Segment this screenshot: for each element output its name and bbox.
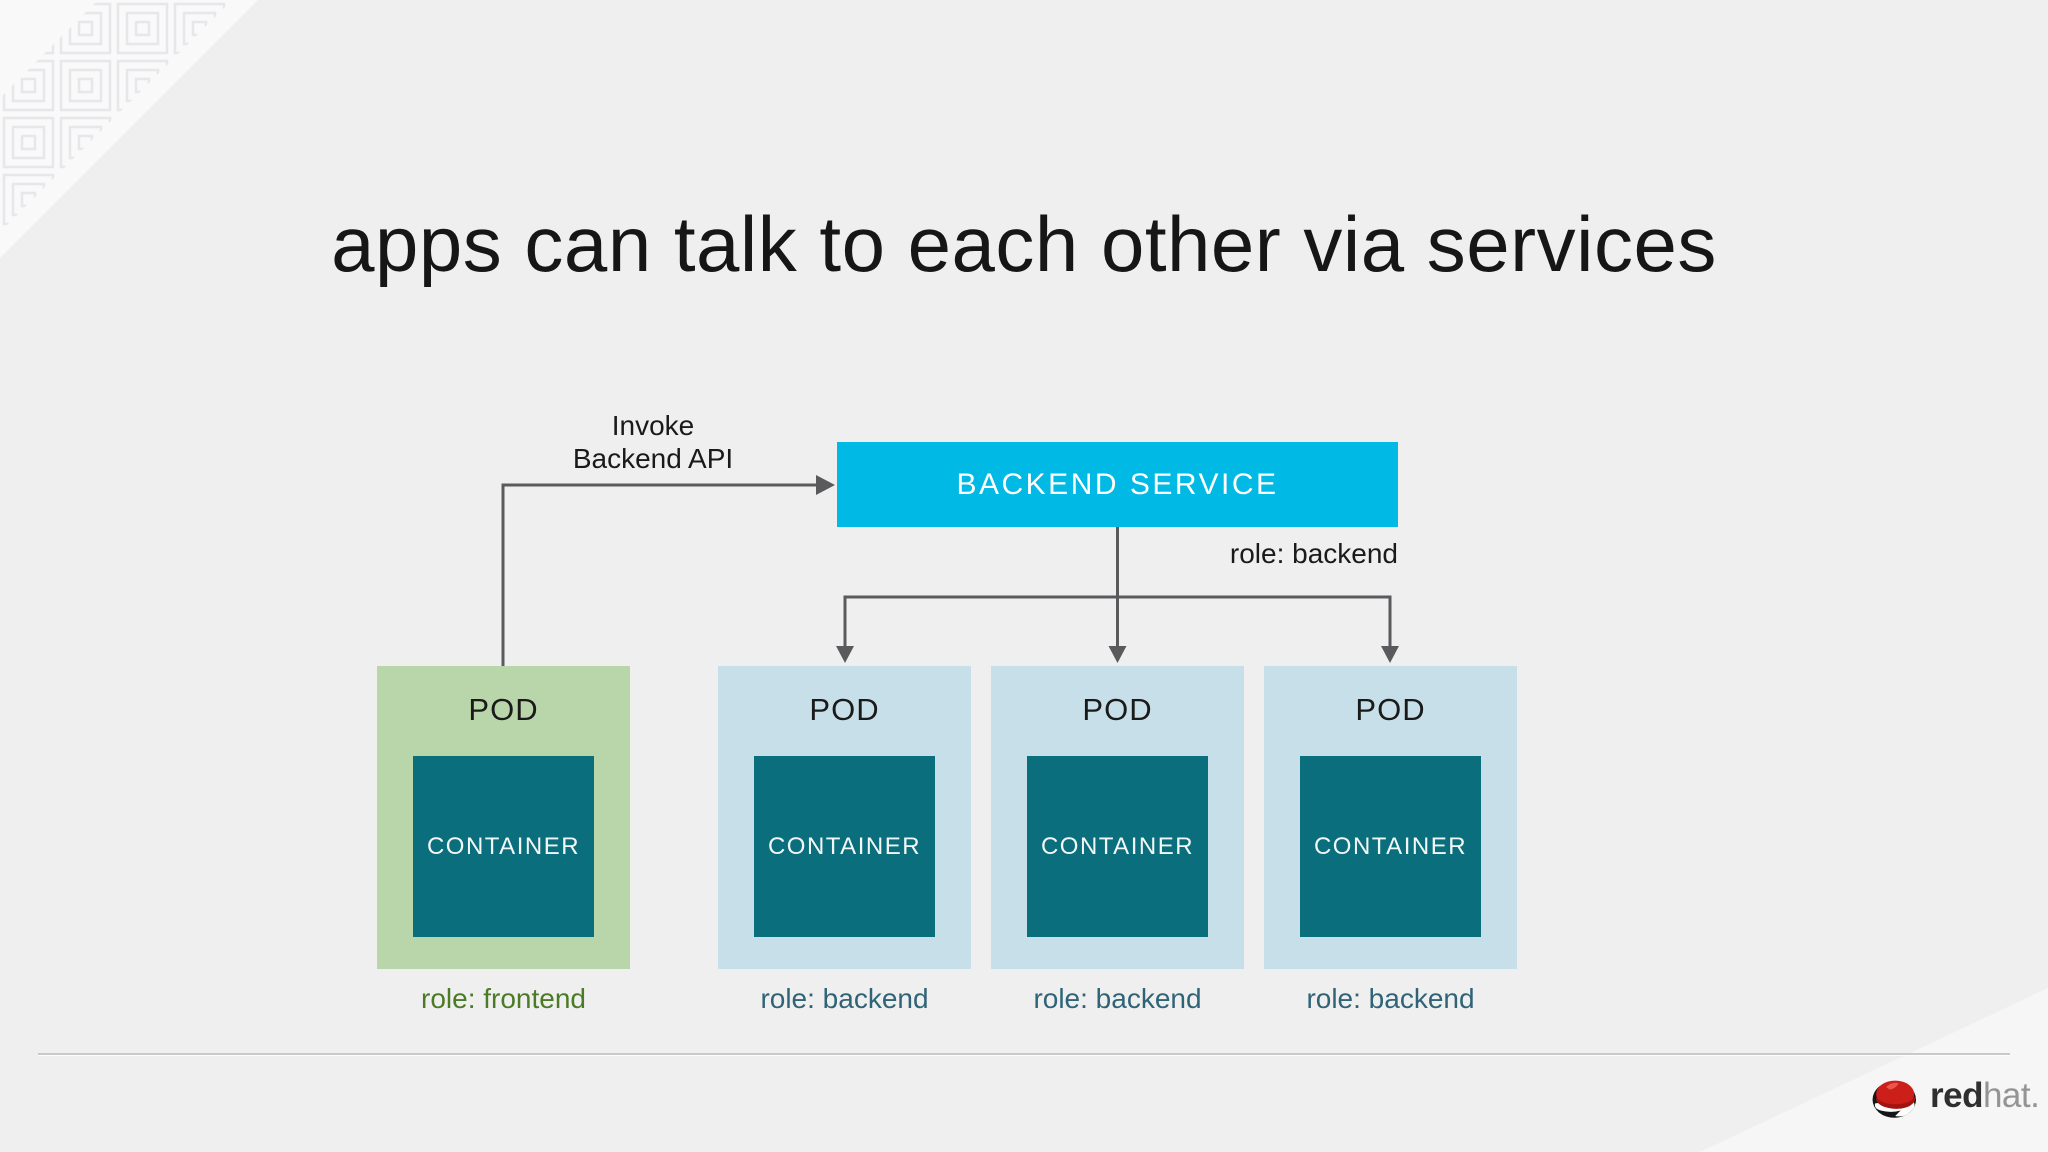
- pod-frontend: POD CONTAINER role: frontend: [377, 666, 630, 1015]
- pod-label: POD: [468, 692, 539, 727]
- container-label: CONTAINER: [426, 832, 581, 860]
- wordmark-hat: hat.: [1982, 1076, 2040, 1115]
- corner-pattern-decoration: [0, 0, 258, 258]
- pod-box: POD CONTAINER: [377, 666, 630, 969]
- pod-backend-3: POD CONTAINER role: backend: [1264, 666, 1517, 1015]
- pod-backend-2: POD CONTAINER role: backend: [991, 666, 1244, 1015]
- wordmark-red: red: [1930, 1076, 1983, 1115]
- page-title: apps can talk to each other via services: [331, 200, 1717, 288]
- arrowhead-right-icon: [816, 475, 835, 495]
- invoke-label-line1: Invoke: [611, 410, 695, 441]
- pod-role-label: role: backend: [1306, 983, 1475, 1014]
- pod-role-label: role: backend: [760, 983, 929, 1014]
- arrowhead-down-icon: [836, 646, 854, 663]
- invoke-label-line2: Backend API: [572, 443, 734, 474]
- pod-label: POD: [1082, 692, 1153, 727]
- pod-label: POD: [1355, 692, 1426, 727]
- backend-service-role-label: role: backend: [1229, 538, 1398, 569]
- container-label: CONTAINER: [1040, 832, 1195, 860]
- invoke-backend-api-label: Invoke Backend API: [503, 409, 803, 475]
- red-fedora-icon: [1872, 1080, 1917, 1118]
- pod-backend-1: POD CONTAINER role: backend: [718, 666, 971, 1015]
- pod-box: POD CONTAINER: [991, 666, 1244, 969]
- backend-service-label: BACKEND SERVICE: [956, 467, 1279, 501]
- container-label: CONTAINER: [767, 832, 922, 860]
- arrowhead-down-icon: [1108, 646, 1127, 663]
- pod-box: POD CONTAINER: [718, 666, 971, 969]
- pod-role-label: role: backend: [1033, 983, 1202, 1014]
- container-box: CONTAINER: [413, 756, 594, 937]
- redhat-wordmark: redhat.: [1930, 1076, 2040, 1116]
- footer-divider: [38, 1053, 2010, 1055]
- arrowhead-down-icon: [1381, 646, 1399, 663]
- container-label: CONTAINER: [1313, 832, 1468, 860]
- container-box: CONTAINER: [1027, 756, 1208, 937]
- container-box: CONTAINER: [754, 756, 935, 937]
- redhat-logo: redhat.: [1868, 1066, 2040, 1126]
- pod-box: POD CONTAINER: [1264, 666, 1517, 969]
- pod-label: POD: [809, 692, 880, 727]
- pod-role-label: role: frontend: [421, 983, 586, 1014]
- container-box: CONTAINER: [1300, 756, 1481, 937]
- backend-service-box: BACKEND SERVICE: [837, 442, 1398, 527]
